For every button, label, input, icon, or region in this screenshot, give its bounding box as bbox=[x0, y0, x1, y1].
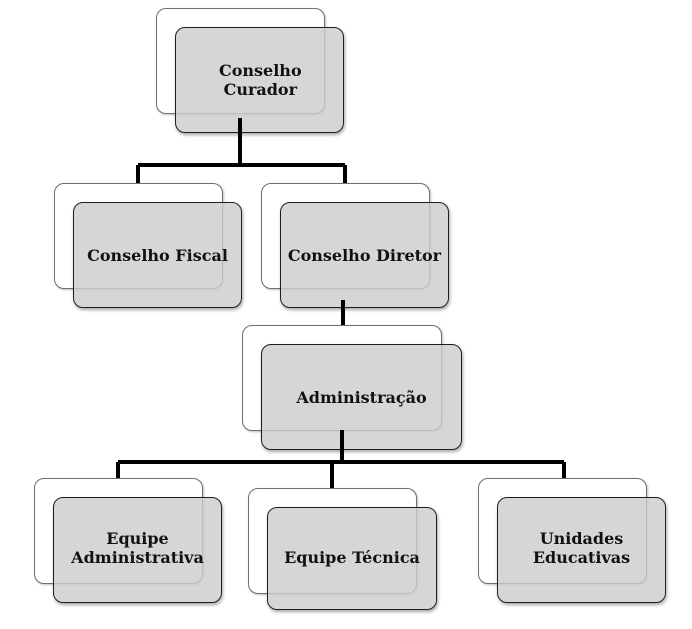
equipe-administrativa-label: Equipe Administrativa bbox=[71, 529, 204, 567]
equipe-tecnica-label: Equipe Técnica bbox=[284, 548, 420, 567]
conselho-fiscal-label: Conselho Fiscal bbox=[87, 246, 228, 265]
conselho-diretor-label: Conselho Diretor bbox=[287, 246, 442, 265]
unidades-educativas-box bbox=[497, 497, 666, 603]
conselho-fiscal-box bbox=[73, 202, 242, 308]
connector-curador-to-children bbox=[136, 118, 347, 183]
administracao-label: Administração bbox=[296, 388, 427, 407]
unidades-educativas-label: Unidades Educativas bbox=[532, 529, 631, 567]
conselho-curador-label: Conselho Curador bbox=[219, 61, 302, 99]
conselho-diretor-box bbox=[280, 202, 449, 308]
equipe-administrativa-box bbox=[53, 497, 222, 603]
administracao-box bbox=[261, 344, 462, 450]
conselho-curador-box bbox=[175, 27, 344, 133]
equipe-tecnica-box bbox=[267, 507, 437, 610]
connector-administracao-to-teams bbox=[116, 430, 566, 488]
